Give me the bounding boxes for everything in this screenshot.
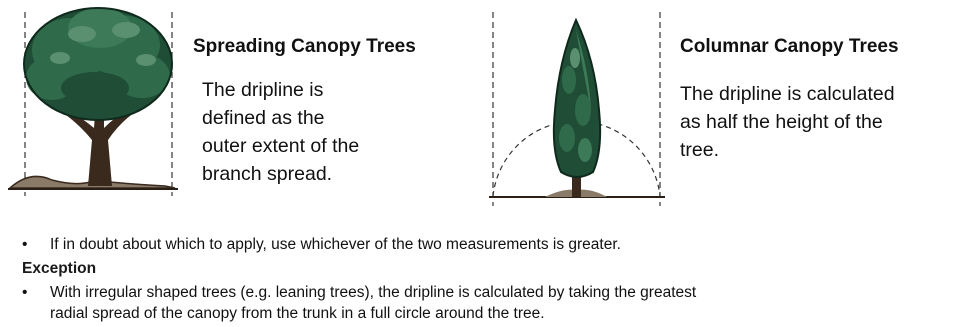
tree-canopy (552, 17, 602, 178)
columnar-tree-illustration (489, 12, 665, 206)
description-line: outer extent of the (202, 135, 360, 157)
tree-canopy (23, 7, 173, 121)
spreading-tree-illustration (8, 7, 178, 196)
columnar-canopy-description: The dripline is calculated as half the h… (680, 80, 950, 164)
bullet-marker: • (22, 284, 28, 301)
tree-trunk (572, 168, 581, 197)
description-line: The dripline is (202, 79, 324, 101)
bullet-marker: • (22, 236, 28, 253)
description-line: as half the height of the (680, 111, 883, 133)
exception-heading: Exception (22, 260, 97, 277)
bullet-text: If in doubt about which to apply, use wh… (50, 236, 621, 253)
tree-trunk (62, 100, 138, 186)
spreading-canopy-description: The dripline is defined as the outer ext… (202, 76, 442, 188)
bullet-text-line: radial spread of the canopy from the tru… (50, 305, 545, 322)
dripline-arc (492, 120, 661, 197)
bullet-text-line: With irregular shaped trees (e.g. leanin… (50, 284, 697, 301)
description-line: The dripline is calculated (680, 83, 895, 105)
description-line: tree. (680, 139, 720, 161)
description-line: branch spread. (202, 163, 333, 185)
spreading-canopy-heading: Spreading Canopy Trees (193, 36, 416, 57)
bullet-text: With irregular shaped trees (e.g. leanin… (50, 282, 910, 324)
columnar-canopy-heading: Columnar Canopy Trees (680, 36, 899, 57)
description-line: defined as the (202, 107, 325, 129)
